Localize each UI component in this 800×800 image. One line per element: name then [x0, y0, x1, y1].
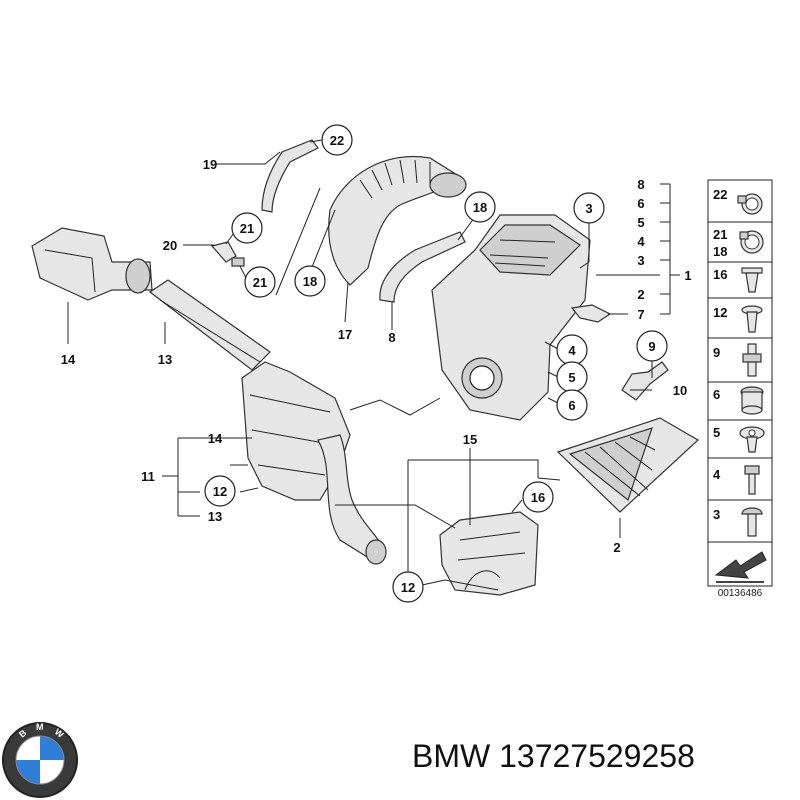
svg-text:12: 12 [401, 580, 415, 595]
clip-nut-icon [739, 426, 765, 453]
diagram-reference-number: 00136486 [718, 588, 763, 599]
callout-8: 8 [388, 330, 395, 345]
svg-text:4: 4 [568, 343, 576, 358]
svg-text:21: 21 [240, 221, 254, 236]
callout-6: 6 [556, 389, 588, 421]
callout-17: 17 [338, 327, 352, 342]
silencer-box-part [439, 511, 539, 596]
air-filter-housing-part [431, 214, 591, 421]
bracket-number: 5 [637, 215, 644, 230]
callout-22: 22 [321, 124, 353, 156]
bracket-number-list: 8 6 5 4 3 [637, 177, 645, 268]
stud-bolt-icon [742, 343, 762, 377]
fastener-panel: 22 21 18 16 12 9 [707, 179, 773, 587]
bracket-number: 4 [637, 234, 645, 249]
panel-label-5: 5 [713, 425, 720, 440]
hose-clamp-icon [739, 230, 764, 254]
rubber-grommet-icon [740, 386, 764, 415]
panel-label-21: 21 [713, 227, 727, 242]
panel-label-18: 18 [713, 244, 727, 259]
part-caption: BMW 13727529258 [412, 738, 695, 775]
svg-text:9: 9 [648, 339, 655, 354]
panel-label-4: 4 [713, 467, 721, 482]
direction-arrow-icon [714, 551, 767, 583]
callout-13-duct: 13 [158, 352, 172, 367]
callout-18-top: 18 [464, 191, 496, 223]
callout-10: 10 [673, 383, 687, 398]
bracket-part [570, 304, 612, 323]
callout-7: 7 [637, 307, 644, 322]
svg-text:18: 18 [473, 200, 487, 215]
intake-duct-part [148, 279, 271, 371]
intake-snorkel-part [31, 227, 153, 301]
mounting-plate-part [621, 361, 669, 401]
callout-3: 3 [573, 192, 605, 224]
svg-text:5: 5 [568, 370, 575, 385]
corrugated-hose-part [328, 156, 467, 286]
panel-label-6: 6 [713, 387, 720, 402]
callout-12-silencer: 12 [392, 571, 424, 603]
callout-11: 11 [141, 469, 155, 484]
svg-text:22: 22 [330, 133, 344, 148]
bracket-number: 6 [637, 196, 644, 211]
svg-text:M: M [36, 722, 44, 732]
svg-text:12: 12 [213, 484, 227, 499]
bolt-icon [744, 465, 760, 495]
callout-16: 16 [522, 481, 554, 513]
callout-4: 4 [556, 334, 588, 366]
hose-clamp-icon [737, 193, 763, 215]
bracket-number: 3 [637, 253, 644, 268]
expanding-rivet-icon [741, 267, 763, 293]
panel-label-12: 12 [713, 305, 727, 320]
svg-text:21: 21 [253, 275, 267, 290]
bracket-number: 8 [637, 177, 644, 192]
push-rivet-icon [741, 305, 763, 333]
curved-duct-part [317, 434, 387, 565]
callout-18-bottom: 18 [294, 265, 326, 297]
panel-label-3: 3 [713, 507, 720, 522]
callout-21-bottom: 21 [244, 266, 276, 298]
air-filter-element-part [556, 417, 700, 513]
svg-text:3: 3 [585, 201, 592, 216]
panel-label-22: 22 [713, 187, 727, 202]
brand-name: BMW [412, 738, 491, 774]
callout-12-resonator: 12 [204, 475, 236, 507]
callout-2-filter: 2 [613, 540, 620, 555]
svg-text:6: 6 [568, 398, 575, 413]
callout-5: 5 [556, 361, 588, 393]
bmw-logo: B M W [2, 722, 78, 798]
svg-text:18: 18 [303, 274, 317, 289]
callout-15: 15 [463, 432, 477, 447]
screw-icon [741, 507, 763, 537]
callout-20: 20 [163, 238, 177, 253]
callout-21-top: 21 [231, 212, 263, 244]
callout-1: 1 [684, 268, 691, 283]
part-number: 13727529258 [499, 738, 695, 774]
callout-19: 19 [203, 157, 217, 172]
callout-13-resonator: 13 [208, 509, 222, 524]
callout-14-left: 14 [61, 352, 76, 367]
leader-lines [67, 139, 680, 591]
connector-part [210, 241, 245, 267]
small-hose-part [261, 139, 319, 213]
callout-14-resonator: 14 [208, 431, 223, 446]
callout-2-bracket: 2 [637, 287, 644, 302]
svg-text:B: B [17, 727, 29, 739]
svg-text:16: 16 [531, 490, 545, 505]
hose-part [379, 231, 466, 303]
panel-label-9: 9 [713, 345, 720, 360]
callout-9: 9 [636, 330, 668, 362]
panel-label-16: 16 [713, 267, 727, 282]
